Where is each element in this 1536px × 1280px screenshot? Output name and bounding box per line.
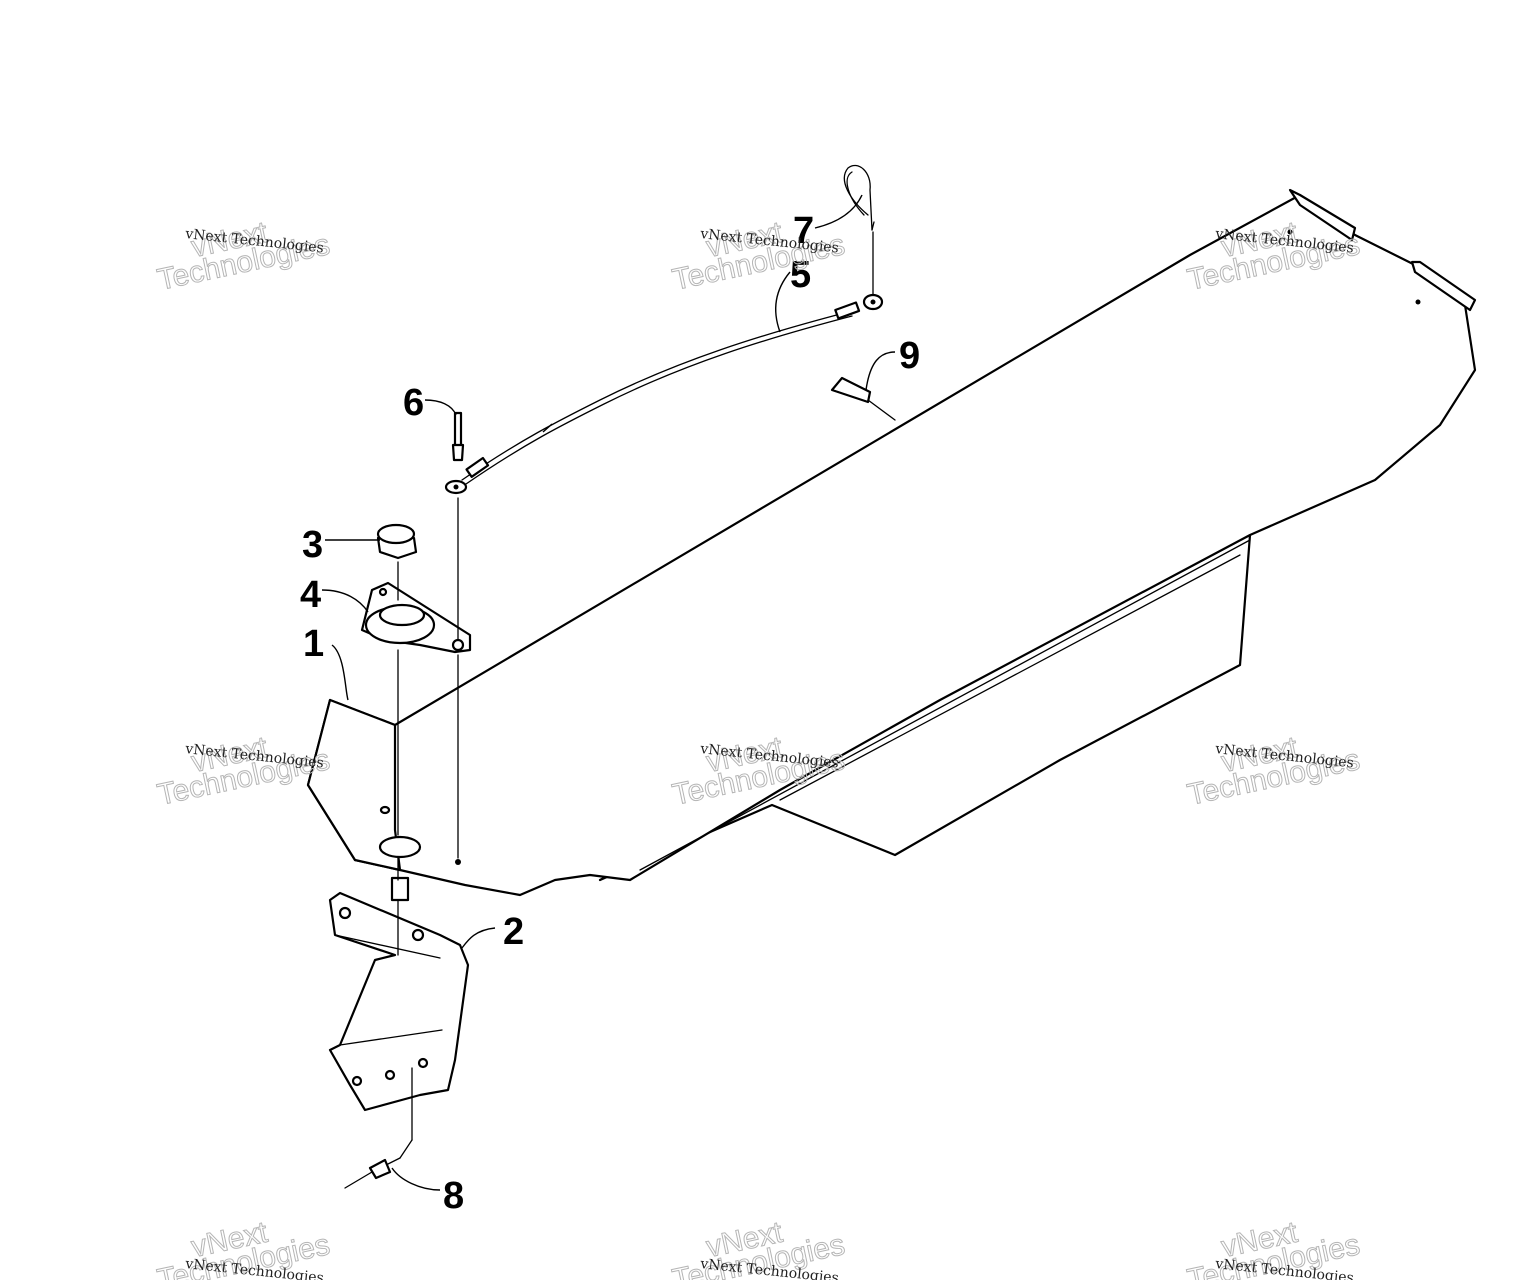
callout-1: 1 xyxy=(303,623,324,665)
callout-4: 4 xyxy=(300,574,321,616)
callout-3: 3 xyxy=(302,524,323,566)
plug xyxy=(830,376,896,421)
hitch-pin-clip xyxy=(843,164,875,231)
mounting-bracket xyxy=(328,876,470,1112)
callout-8: 8 xyxy=(443,1175,464,1217)
tether-cable xyxy=(444,293,884,495)
rivet-bottom xyxy=(344,1157,401,1189)
callout-5: 5 xyxy=(790,254,811,296)
callout-labels: 1 2 3 4 5 6 7 8 9 xyxy=(300,210,920,1217)
callout-6: 6 xyxy=(403,382,424,424)
rivet-top xyxy=(451,411,465,462)
assembly-lines xyxy=(397,231,874,1159)
skid-plate xyxy=(306,188,1477,897)
callout-2: 2 xyxy=(503,911,524,953)
hitch-bracket-plate xyxy=(360,581,472,654)
grommet xyxy=(376,523,418,560)
watermark: vNext Technologies xyxy=(669,730,848,812)
callout-9: 9 xyxy=(899,335,920,377)
callout-7: 7 xyxy=(793,210,814,252)
leader-lines xyxy=(321,194,896,1191)
